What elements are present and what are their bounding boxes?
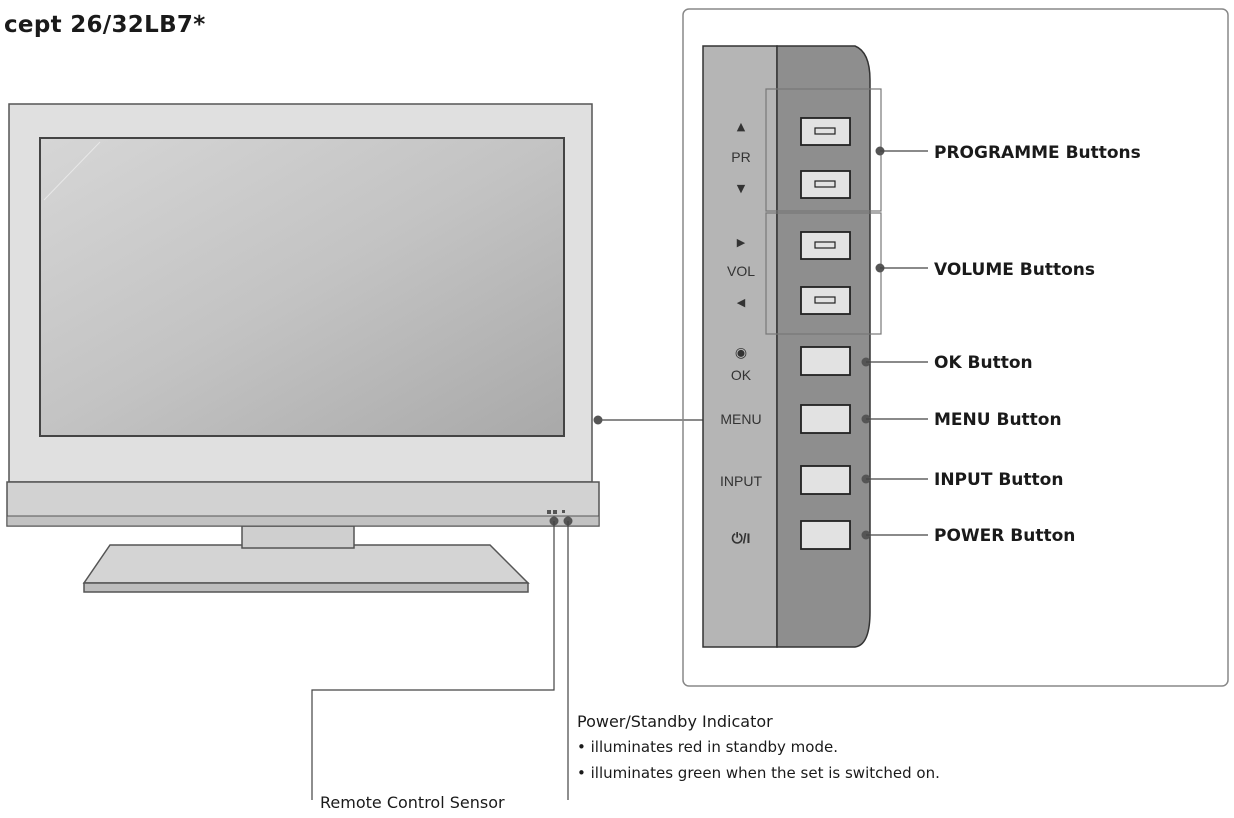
indicator-title: Power/Standby Indicator	[577, 712, 773, 731]
side-panel: ▲ PR ▼ ▶ VOL ◀ ◉ OK MENU INPUT ⏻/I	[702, 45, 882, 648]
remote-sensor-label: Remote Control Sensor	[320, 793, 505, 812]
tv-stand-base	[82, 544, 530, 584]
callout-ok: OK Button	[934, 353, 1033, 373]
callout-menu: MENU Button	[934, 410, 1062, 430]
pr-down-arrow-icon: ▼	[737, 182, 746, 195]
sensor-leaders	[311, 516, 573, 800]
tv-stand-neck	[241, 525, 355, 549]
callout-power: POWER Button	[934, 526, 1075, 546]
input-button[interactable]	[800, 465, 851, 495]
callout-leaders	[861, 146, 928, 540]
volume-down-button[interactable]	[800, 286, 851, 315]
callout-volume: VOLUME Buttons	[934, 260, 1095, 280]
ok-button[interactable]	[800, 346, 851, 376]
power-label: ⏻/I	[732, 530, 751, 546]
vol-label: VOL	[727, 263, 755, 279]
panel-light-strip	[702, 45, 778, 648]
callout-input: INPUT Button	[934, 470, 1063, 490]
ok-label: OK	[731, 367, 752, 383]
power-button[interactable]	[800, 520, 851, 550]
pr-up-arrow-icon: ▲	[737, 120, 746, 133]
pr-label: PR	[731, 149, 750, 165]
ok-dot-icon: ◉	[735, 344, 747, 360]
programme-up-button[interactable]	[800, 117, 851, 146]
menu-button[interactable]	[800, 404, 851, 434]
vol-left-arrow-icon: ◀	[737, 296, 746, 309]
panel-frame	[682, 8, 1229, 687]
callout-programme: PROGRAMME Buttons	[934, 143, 1141, 163]
indicator-item-red: • illuminates red in standby mode.	[577, 738, 838, 756]
tv-illustration	[6, 103, 600, 593]
menu-label: MENU	[720, 411, 761, 427]
volume-up-button[interactable]	[800, 231, 851, 260]
programme-down-button[interactable]	[800, 170, 851, 199]
tv-screen	[39, 137, 565, 437]
page-heading: cept 26/32LB7*	[4, 12, 206, 38]
volume-group-box	[765, 212, 882, 335]
indicator-item-green: • illuminates green when the set is swit…	[577, 764, 940, 782]
vol-right-arrow-icon: ▶	[737, 236, 746, 249]
input-label: INPUT	[720, 473, 762, 489]
